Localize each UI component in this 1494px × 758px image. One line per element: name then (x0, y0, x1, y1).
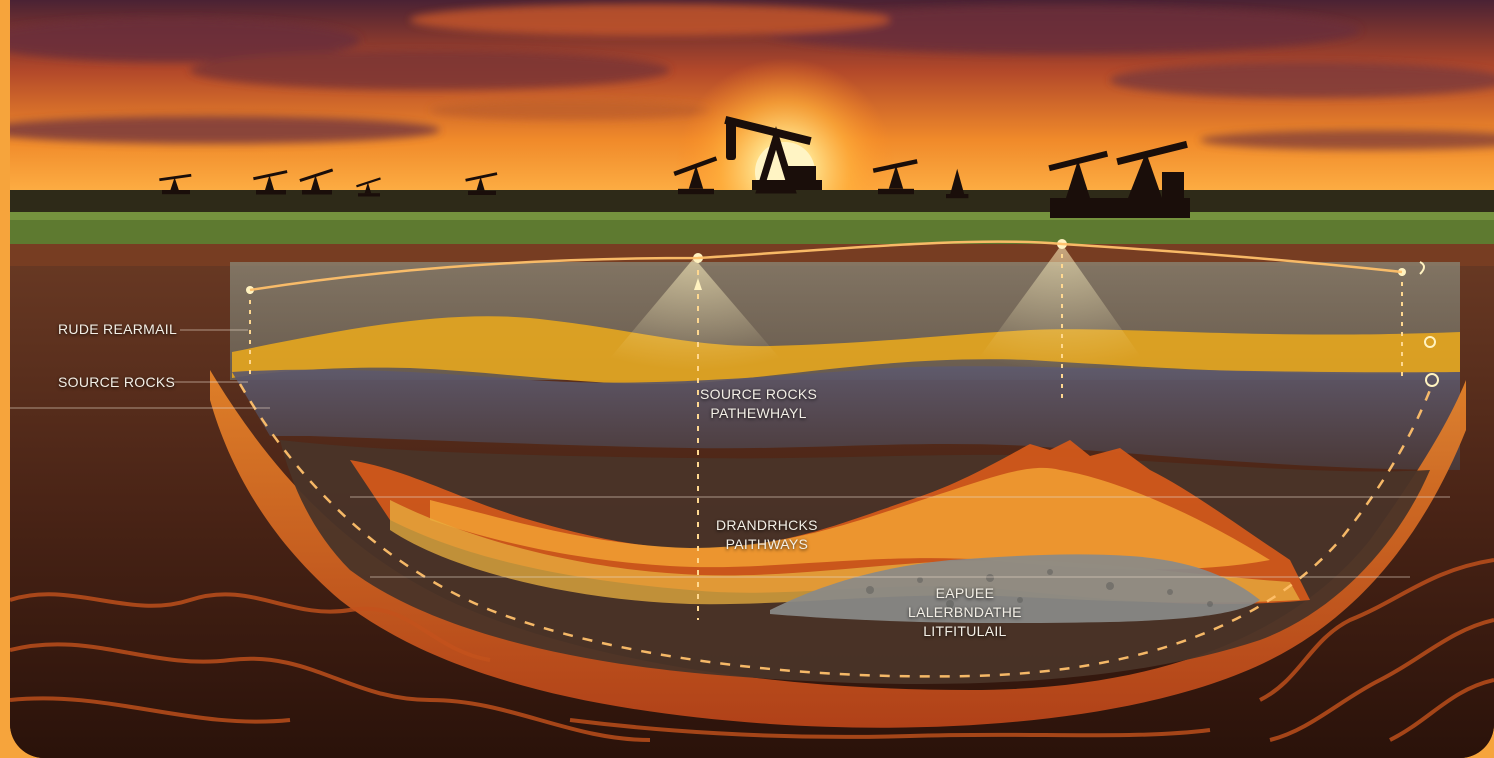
label-source-rocks-left: SOURCE ROCKS (58, 374, 176, 390)
gravel-reservoir (770, 554, 1260, 624)
label-reservoir-trap: EAPUEE LALERBNDATHE LITFITULAIL (908, 584, 1022, 641)
well-light-beams (600, 244, 1150, 370)
label-migration-line2: PAITHWAYS (725, 536, 809, 552)
right-marker-icons (1419, 261, 1439, 387)
label-rude-rearmail: RUDE REARMAIL (58, 321, 178, 337)
label-leaders (10, 329, 1450, 578)
label-migration-line1: DRANDRHCKS (716, 517, 818, 533)
main-pumpjack-icon (724, 115, 822, 194)
label-reservoir-line3: LITFITULAIL (923, 623, 1007, 639)
right-pumpjack-cluster-icon (1048, 140, 1190, 218)
source-rock-layer (232, 366, 1460, 470)
pumpjack-icons (159, 115, 1190, 218)
label-reservoir-line1: EAPUEE (935, 585, 995, 601)
label-source-rocks-line1: SOURCE ROCKS (700, 386, 818, 402)
deep-rock-texture (10, 558, 1494, 742)
reservoir-layer (232, 316, 1460, 385)
clouds (10, 4, 1494, 150)
diagram-frame: RUDE REARMAIL SOURCE ROCKS SOURCE ROCKS … (10, 0, 1494, 758)
label-reservoir-line2: LALERBNDATHE (908, 604, 1022, 620)
label-source-rocks-line2: PATHEWHAYL (710, 405, 807, 421)
label-source-rocks-pathway: SOURCE ROCKS PATHEWHAYL (700, 385, 817, 423)
label-migration-pathways: DRANDRHCKS PAITHWAYS (716, 516, 818, 554)
migration-pathways (238, 240, 1432, 678)
geology-scene (10, 0, 1494, 758)
wells (249, 244, 1403, 620)
